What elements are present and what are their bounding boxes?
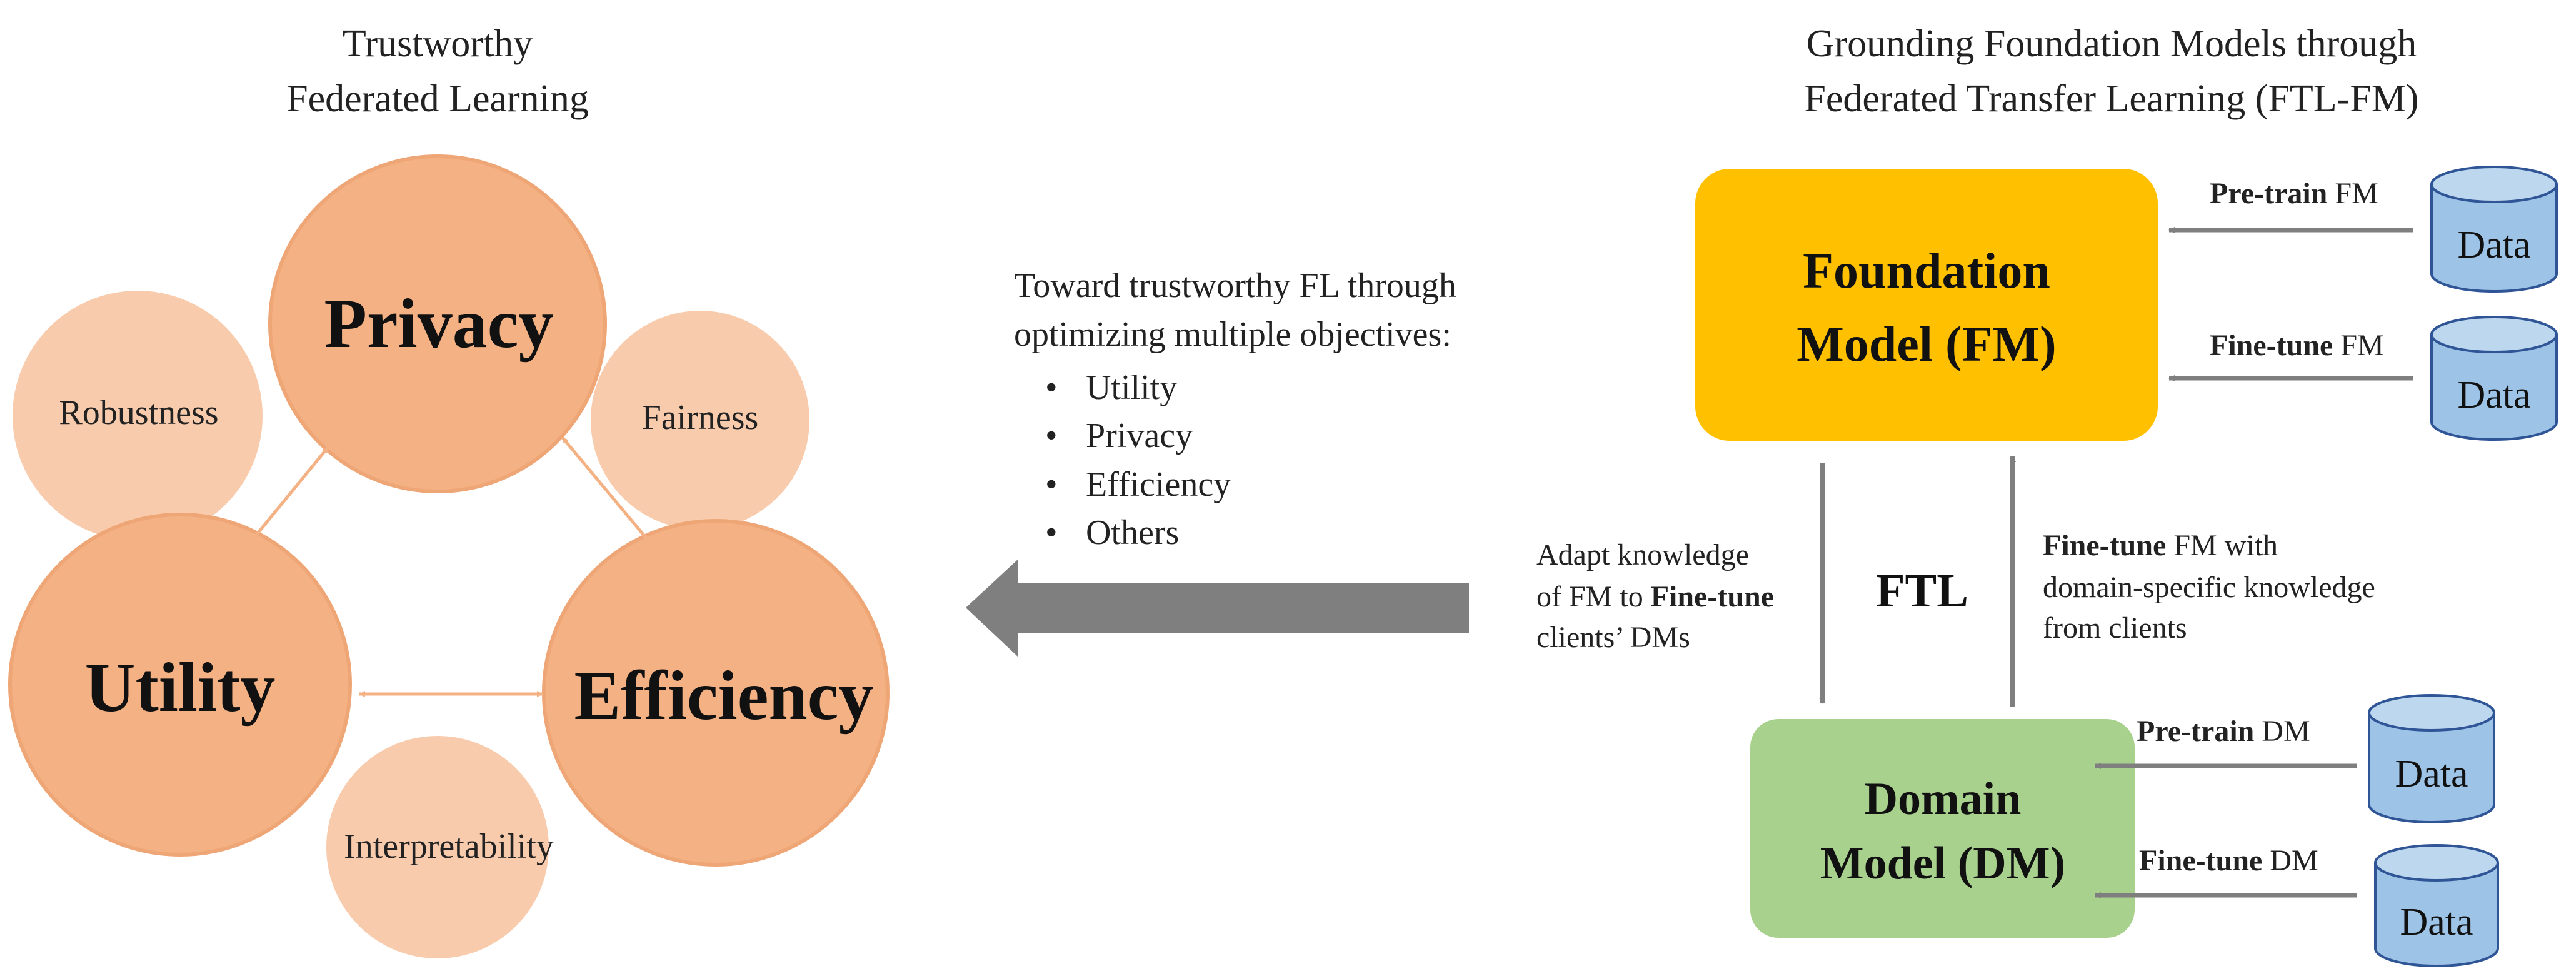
ftl-label: FTL [1876, 565, 1968, 617]
bullet-2-marker: • [1045, 416, 1058, 455]
bullet-3-marker: • [1045, 465, 1058, 504]
data-cylinder-finetune-fm: Data [2430, 316, 2558, 441]
robustness-label: Robustness [59, 393, 218, 432]
pretrain-fm-label: Pre-train FM [2210, 177, 2378, 210]
utility-circle [8, 513, 352, 857]
utility-label: Utility [85, 649, 276, 727]
big-left-arrow [966, 560, 1469, 657]
privacy-efficiency-double-arrow [561, 436, 658, 551]
pretrain-dm-rest: DM [2254, 715, 2310, 748]
pretrain-dm-bold: Pre-train [2137, 715, 2254, 748]
bullet-privacy: Privacy [1086, 416, 1193, 455]
privacy-label: Privacy [324, 285, 554, 363]
domain-model-box [1750, 719, 2135, 938]
bullet-efficiency: Efficiency [1086, 465, 1231, 504]
finetune-dm-label: Fine-tune DM [2139, 844, 2318, 877]
interpretability-circle [326, 736, 549, 958]
down-label-line2-pre: of FM to [1536, 580, 1651, 613]
dm-box-line2: Model (DM) [1820, 838, 2065, 889]
right-title-line1: Grounding Foundation Models through [1807, 23, 2417, 65]
bullet-1-marker: • [1045, 368, 1058, 407]
bullet-others: Others [1086, 513, 1179, 552]
middle-intro-line2: optimizing multiple objectives: [1014, 315, 1451, 354]
bullet-utility: Utility [1086, 368, 1177, 407]
up-label-line3: from clients [2043, 611, 2187, 645]
foundation-model-box [1695, 169, 2158, 441]
up-label-line1-bold: Fine-tune [2043, 529, 2166, 562]
efficiency-circle [542, 519, 890, 867]
right-title-line2: Federated Transfer Learning (FTL-FM) [1804, 78, 2418, 120]
up-label-line1: Fine-tune FM with [2043, 529, 2278, 562]
privacy-utility-double-arrow [243, 446, 329, 551]
down-label-line2-bold: Fine-tune [1651, 580, 1774, 613]
down-label-line1: Adapt knowledge [1536, 538, 1749, 571]
left-title-line1: Trustworthy [343, 23, 533, 65]
fairness-label: Fairness [642, 398, 759, 437]
interpretability-label: Interpretability [344, 827, 554, 866]
privacy-circle [268, 154, 607, 493]
down-label-line3: clients’ DMs [1536, 621, 1690, 654]
data-cylinder-finetune-dm: Data [2374, 844, 2499, 967]
pretrain-fm-rest: FM [2327, 177, 2378, 210]
fm-box-line1: Foundation [1803, 244, 2050, 299]
dm-box-line1: Domain [1865, 773, 2022, 825]
up-label-line1-rest: FM with [2166, 529, 2278, 562]
pretrain-fm-bold: Pre-train [2210, 177, 2327, 210]
data-label-2: Data [2457, 374, 2530, 416]
up-label-line2: domain-specific knowledge [2043, 571, 2375, 604]
fm-box-line2: Model (FM) [1797, 317, 2056, 372]
left-title-line2: Federated Learning [286, 78, 589, 120]
bullet-4-marker: • [1045, 513, 1058, 552]
finetune-fm-bold: Fine-tune [2210, 329, 2333, 362]
down-label-line2: of FM to Fine-tune [1536, 580, 1774, 613]
finetune-dm-bold: Fine-tune [2139, 844, 2262, 877]
data-cylinder-pretrain-fm: Data [2430, 166, 2558, 293]
data-cylinder-pretrain-dm: Data [2368, 694, 2495, 823]
robustness-circle [13, 291, 263, 541]
pretrain-dm-label: Pre-train DM [2137, 715, 2310, 748]
data-label-1: Data [2457, 224, 2530, 266]
finetune-fm-rest: FM [2333, 329, 2383, 362]
data-label-4: Data [2400, 901, 2473, 943]
finetune-dm-rest: DM [2262, 844, 2318, 877]
middle-intro-line1: Toward trustworthy FL through [1014, 266, 1456, 305]
data-label-3: Data [2395, 753, 2468, 795]
efficiency-label: Efficiency [574, 657, 874, 735]
finetune-fm-label: Fine-tune FM [2210, 329, 2384, 362]
